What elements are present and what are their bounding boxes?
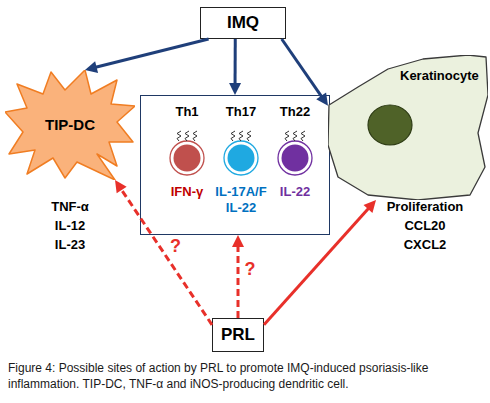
mediator-label: IL-12 <box>30 218 110 234</box>
receptor-mark <box>177 131 181 141</box>
node-label: IMQ <box>227 12 259 33</box>
keratinocyte-shape: Keratinocyte <box>328 55 488 200</box>
hormone-box: PRL <box>212 318 264 352</box>
cell-name: Th1 <box>157 104 217 120</box>
arrow-head <box>85 61 98 73</box>
node-label: TIP-DC <box>45 116 95 135</box>
t-cell: Th17IL-17A/F IL-22 <box>211 104 271 229</box>
cell-nucleus <box>368 105 412 145</box>
connector <box>232 235 244 318</box>
node-label: PRL <box>221 324 255 345</box>
cell-membrane <box>278 141 312 175</box>
starburst-fill <box>5 70 135 180</box>
t-cell-symbol <box>273 124 317 178</box>
receptor-mark <box>293 131 297 141</box>
mediator-label: TNF-α <box>30 199 110 215</box>
receptor-mark <box>231 131 235 141</box>
cell-name: Th17 <box>211 104 271 120</box>
cell-body <box>328 55 488 200</box>
arrow-head <box>229 83 241 95</box>
edge-label: ? <box>170 236 181 257</box>
mediator-label: IL-23 <box>30 237 110 253</box>
receptor-mark <box>239 131 243 141</box>
connector <box>282 39 328 106</box>
dendritic-cell-star: TIP-DC <box>5 70 135 180</box>
connector <box>264 200 376 325</box>
t-cell: Th1IFN-γ <box>157 104 217 229</box>
t-cell-symbol <box>165 124 209 178</box>
receptor-mark <box>185 131 189 141</box>
receptor-mark <box>193 131 197 141</box>
t-cell: Th22IL-22 <box>265 104 325 229</box>
mediator-label: CCL20 <box>370 218 480 234</box>
arrow-head <box>316 92 328 105</box>
connector-line <box>282 39 323 98</box>
cell-membrane <box>224 141 258 175</box>
node-label: Keratinocyte <box>400 68 479 84</box>
mediator-label: Proliferation <box>370 199 480 215</box>
arrow-head <box>115 180 127 193</box>
stimulus-box: IMQ <box>200 7 286 39</box>
cytokine-text: IL-17A/F IL-22 <box>211 184 271 217</box>
cell-name: Th22 <box>265 104 325 120</box>
cell-core <box>282 145 309 172</box>
receptor-mark <box>301 131 305 141</box>
cell-core <box>228 145 255 172</box>
connector-line <box>237 245 240 318</box>
edge-label: ? <box>245 258 256 279</box>
mediator-label: CXCL2 <box>370 237 480 253</box>
connector-line <box>264 207 369 324</box>
cell-core <box>174 145 201 172</box>
cytokine-text: IL-22 <box>265 184 325 200</box>
t-cell-symbol <box>219 124 263 178</box>
connector-line <box>95 39 209 68</box>
cell-membrane <box>170 141 204 175</box>
arrow-head <box>232 235 244 247</box>
connector <box>85 39 209 73</box>
connector <box>229 39 241 95</box>
connector-line <box>121 188 212 324</box>
t-cell-group-box: Th1IFN-γTh17IL-17A/F IL-22Th22IL-22 <box>140 95 330 235</box>
cytokine-text: IFN-γ <box>157 184 217 200</box>
arrow-head <box>364 200 376 213</box>
receptor-mark <box>285 131 289 141</box>
connector <box>115 180 212 325</box>
figure-caption: Figure 4: Possible sites of action by PR… <box>8 360 484 392</box>
receptor-mark <box>247 131 251 141</box>
connector-line <box>234 39 237 85</box>
